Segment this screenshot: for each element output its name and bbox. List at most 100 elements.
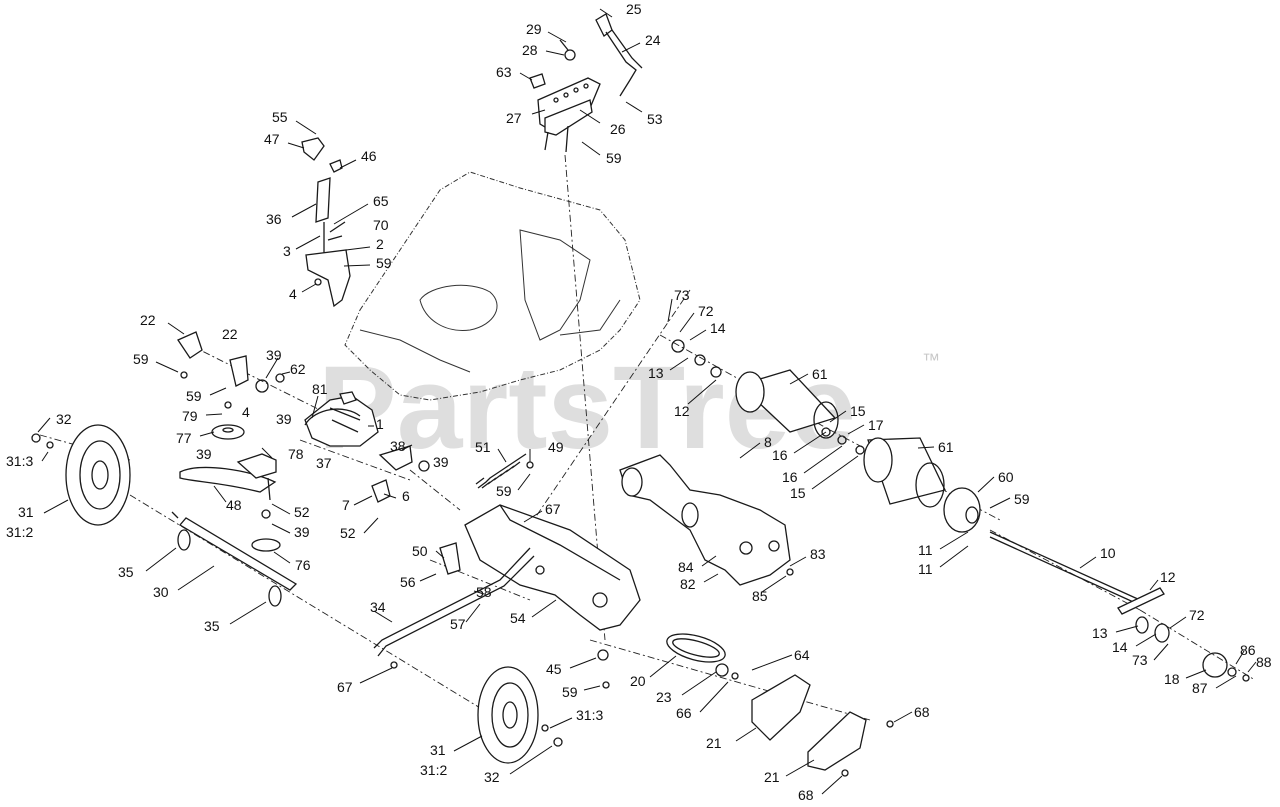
- callout-53[interactable]: 53: [647, 111, 663, 127]
- callout-83[interactable]: 83: [810, 546, 826, 562]
- drive-belt[interactable]: [179, 408, 361, 493]
- callout-88[interactable]: 88: [1256, 654, 1272, 670]
- callout-21[interactable]: 21: [706, 735, 722, 751]
- callout-28[interactable]: 28: [522, 42, 538, 58]
- callout-82[interactable]: 82: [680, 576, 696, 592]
- idler-arm[interactable]: [236, 453, 281, 552]
- callout-31-3[interactable]: 31:3: [576, 707, 603, 723]
- callout-7[interactable]: 7: [342, 497, 350, 513]
- callout-24[interactable]: 24: [645, 32, 661, 48]
- callout-48[interactable]: 48: [226, 497, 242, 513]
- callout-50[interactable]: 50: [412, 543, 428, 559]
- height-adjust-lever[interactable]: [595, 13, 643, 97]
- callout-60[interactable]: 60: [998, 469, 1014, 485]
- callout-32[interactable]: 32: [484, 769, 500, 785]
- callout-70[interactable]: 70: [373, 217, 389, 233]
- callout-17[interactable]: 17: [868, 417, 884, 433]
- callout-52[interactable]: 52: [294, 504, 310, 520]
- callout-68[interactable]: 68: [914, 704, 930, 720]
- callout-72[interactable]: 72: [698, 303, 714, 319]
- callout-72[interactable]: 72: [1189, 607, 1205, 623]
- callout-2[interactable]: 2: [376, 236, 384, 252]
- callout-59[interactable]: 59: [1014, 491, 1030, 507]
- callout-59[interactable]: 59: [133, 351, 149, 367]
- callout-39[interactable]: 39: [196, 446, 212, 462]
- callout-51[interactable]: 51: [475, 439, 491, 455]
- callout-46[interactable]: 46: [361, 148, 377, 164]
- callout-68[interactable]: 68: [798, 787, 814, 803]
- callout-73[interactable]: 73: [1132, 652, 1148, 668]
- roller-shaft[interactable]: [989, 531, 1165, 615]
- callout-11[interactable]: 11: [918, 561, 933, 577]
- callout-8[interactable]: 8: [764, 434, 772, 450]
- callout-61[interactable]: 61: [812, 366, 828, 382]
- callout-16[interactable]: 16: [782, 469, 798, 485]
- callout-57[interactable]: 57: [450, 616, 466, 632]
- callout-55[interactable]: 55: [272, 109, 288, 125]
- callout-31-2[interactable]: 31:2: [6, 524, 33, 540]
- callout-78[interactable]: 78: [288, 446, 304, 462]
- callout-22[interactable]: 22: [222, 326, 238, 342]
- roller-front[interactable]: [735, 369, 839, 439]
- callout-31-2[interactable]: 31:2: [420, 762, 447, 778]
- callout-85[interactable]: 85: [752, 588, 768, 604]
- mower-deck[interactable]: [344, 171, 641, 401]
- callout-87[interactable]: 87: [1192, 680, 1208, 696]
- callout-32[interactable]: 32: [56, 411, 72, 427]
- callout-79[interactable]: 79: [182, 408, 198, 424]
- callout-12[interactable]: 12: [1160, 569, 1176, 585]
- roller-rear[interactable]: [863, 437, 946, 508]
- callout-59[interactable]: 59: [606, 150, 622, 166]
- callout-22[interactable]: 22: [140, 312, 156, 328]
- callout-26[interactable]: 26: [610, 121, 626, 137]
- callout-73[interactable]: 73: [674, 287, 690, 303]
- callout-65[interactable]: 65: [373, 193, 389, 209]
- callout-25[interactable]: 25: [626, 1, 642, 17]
- callout-38[interactable]: 38: [390, 438, 406, 454]
- callout-36[interactable]: 36: [266, 211, 282, 227]
- callout-20[interactable]: 20: [630, 673, 646, 689]
- callout-35[interactable]: 35: [118, 564, 134, 580]
- callout-39[interactable]: 39: [276, 411, 292, 427]
- chain-cover-upper[interactable]: [751, 674, 811, 741]
- callout-59[interactable]: 59: [376, 255, 392, 271]
- callout-39[interactable]: 39: [294, 524, 310, 540]
- handle-control-assembly[interactable]: [301, 137, 351, 308]
- callout-31[interactable]: 31: [18, 504, 34, 520]
- callout-59[interactable]: 59: [562, 684, 578, 700]
- height-adjust-bracket[interactable]: [537, 77, 601, 153]
- rear-wheel-left[interactable]: [65, 424, 131, 526]
- transmission[interactable]: [304, 391, 379, 447]
- pulley-upper[interactable]: [211, 424, 245, 440]
- spring-knob[interactable]: [529, 39, 576, 89]
- callout-81[interactable]: 81: [312, 381, 328, 397]
- roller-end-cap[interactable]: [943, 487, 981, 533]
- callout-84[interactable]: 84: [678, 559, 694, 575]
- center-frame[interactable]: [439, 504, 641, 631]
- callout-30[interactable]: 30: [153, 584, 169, 600]
- callout-77[interactable]: 77: [176, 430, 192, 446]
- chain-cover-lower[interactable]: [807, 711, 867, 771]
- callout-6[interactable]: 6: [402, 488, 410, 504]
- drive-bracket-left[interactable]: [177, 331, 285, 393]
- callout-59[interactable]: 59: [186, 388, 202, 404]
- rear-axle-shaft[interactable]: [171, 511, 298, 607]
- callout-52[interactable]: 52: [340, 525, 356, 541]
- callout-61[interactable]: 61: [938, 439, 954, 455]
- callout-67[interactable]: 67: [545, 501, 561, 517]
- callout-37[interactable]: 37: [316, 455, 332, 471]
- callout-18[interactable]: 18: [1164, 671, 1180, 687]
- callout-29[interactable]: 29: [526, 21, 542, 37]
- callout-39[interactable]: 39: [433, 454, 449, 470]
- callout-11[interactable]: 11: [918, 542, 933, 558]
- callout-39[interactable]: 39: [266, 347, 282, 363]
- callout-13[interactable]: 13: [648, 365, 664, 381]
- callout-45[interactable]: 45: [546, 661, 562, 677]
- drive-chain[interactable]: [664, 629, 728, 668]
- callout-15[interactable]: 15: [790, 485, 806, 501]
- callout-35[interactable]: 35: [204, 618, 220, 634]
- callout-31[interactable]: 31: [430, 742, 446, 758]
- callout-16[interactable]: 16: [772, 447, 788, 463]
- callout-1[interactable]: 1: [376, 416, 384, 432]
- callout-64[interactable]: 64: [794, 647, 810, 663]
